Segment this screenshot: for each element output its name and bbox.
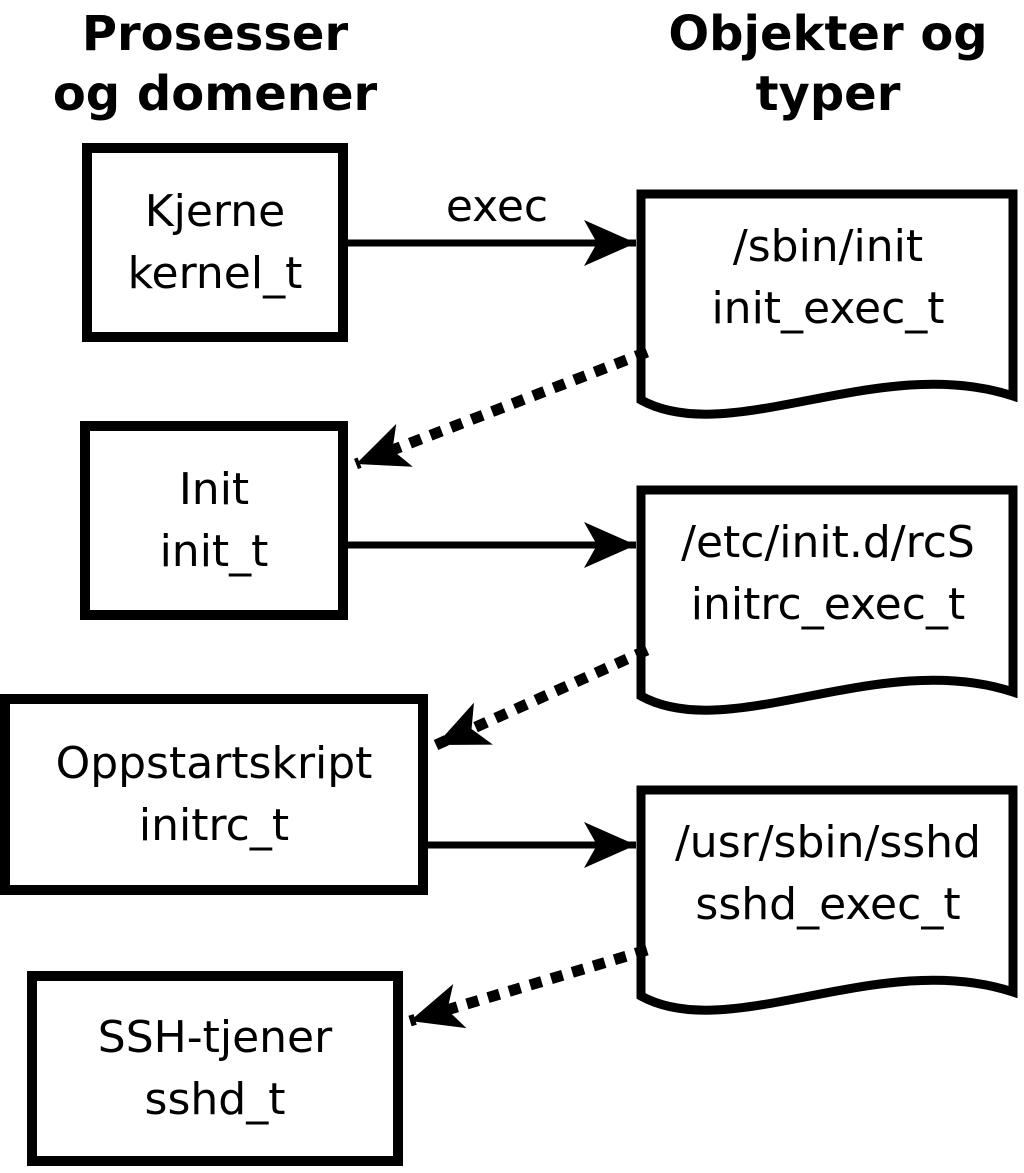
process-type-label: kernel_t xyxy=(127,247,303,299)
process-box-init: Init init_t xyxy=(80,421,348,620)
process-type-label: init_t xyxy=(159,525,269,577)
process-name-label: Oppstartskript xyxy=(55,737,373,789)
document-shape-etc-initd-rcs xyxy=(636,485,1018,715)
process-box-initrc: Oppstartskript initrc_t xyxy=(0,694,428,895)
object-path-label: /usr/sbin/sshd xyxy=(674,817,981,868)
process-type-label: initrc_t xyxy=(138,799,290,851)
exec-arrow-label: exec xyxy=(445,181,549,232)
object-label-etc-initd-rcs: /etc/init.d/rcS initrc_exec_t xyxy=(645,512,1011,636)
document-shape-sbin-init xyxy=(636,189,1018,419)
left-column-header: Prosesser og domener xyxy=(25,4,405,124)
process-box-sshd: SSH-tjener sshd_t xyxy=(27,971,403,1166)
right-header-line2: typer xyxy=(755,66,901,122)
transition-arrow-sshd-exec-to-sshd xyxy=(408,944,649,1029)
process-name-label: SSH-tjener xyxy=(97,1011,333,1063)
object-path-label: /etc/init.d/rcS xyxy=(681,517,975,568)
object-type-label: initrc_exec_t xyxy=(690,579,966,630)
left-header-line2: og domener xyxy=(52,66,378,122)
object-label-usr-sbin-sshd: /usr/sbin/sshd sshd_exec_t xyxy=(645,812,1011,936)
left-header-line1: Prosesser xyxy=(81,6,349,62)
object-type-label: init_exec_t xyxy=(711,283,945,334)
object-path-label: /sbin/init xyxy=(732,221,924,272)
object-label-sbin-init: /sbin/init init_exec_t xyxy=(645,216,1011,340)
process-name-label: Init xyxy=(178,463,250,515)
process-box-kernel: Kjerne kernel_t xyxy=(82,143,348,342)
right-header-line1: Objekter og xyxy=(668,6,988,62)
document-shape-usr-sbin-sshd xyxy=(636,785,1018,1015)
process-name-label: Kjerne xyxy=(144,185,286,237)
object-type-label: sshd_exec_t xyxy=(695,879,961,930)
process-type-label: sshd_t xyxy=(144,1073,286,1125)
transition-arrow-initrc-exec-to-initrc xyxy=(433,644,650,751)
transition-arrow-init-exec-to-init xyxy=(354,346,649,470)
right-column-header: Objekter og typer xyxy=(638,4,1018,124)
